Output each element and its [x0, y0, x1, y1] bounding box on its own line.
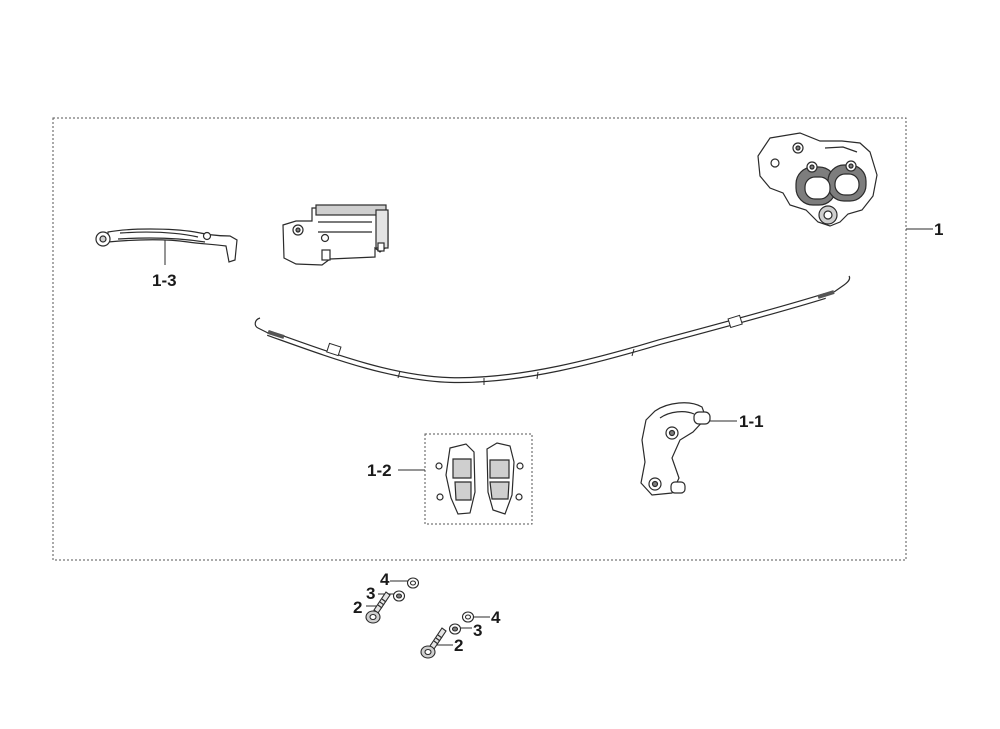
- callout-lever: 1-3: [152, 271, 177, 290]
- spring-washer-a: [392, 590, 406, 602]
- fastener-set-a: [365, 577, 420, 624]
- master-cylinder: [282, 204, 389, 266]
- callout-bolt-a: 2: [353, 598, 363, 617]
- callout-bolt-b: 2: [454, 636, 464, 655]
- callout-washer-a: 4: [380, 570, 390, 589]
- assembly-boundary: [52, 117, 907, 561]
- pads-boundary: [424, 433, 533, 525]
- washer-b: [461, 611, 475, 623]
- brake-pads: [435, 442, 524, 515]
- callout-bracket: 1-1: [739, 412, 764, 431]
- callout-spring-washer-b: 3: [473, 621, 483, 640]
- spring-washer-b: [448, 623, 462, 635]
- caliper-bracket: [640, 402, 711, 496]
- callout-washer-b: 4: [491, 608, 501, 627]
- callout-assembly: 1: [934, 220, 944, 239]
- brake-hose: [254, 275, 851, 385]
- brake-pad-left: [435, 443, 476, 515]
- callout-pads: 1-2: [367, 461, 392, 480]
- brake-lever: [95, 228, 238, 263]
- washer-a: [406, 577, 420, 589]
- brake-caliper: [757, 132, 878, 227]
- fastener-set-b: [420, 611, 475, 659]
- brake-pad-right: [486, 442, 524, 515]
- leader-lines: [164, 228, 933, 646]
- bolt-a: [365, 591, 391, 624]
- bolt-b: [420, 627, 447, 659]
- callout-spring-washer-a: 3: [366, 584, 376, 603]
